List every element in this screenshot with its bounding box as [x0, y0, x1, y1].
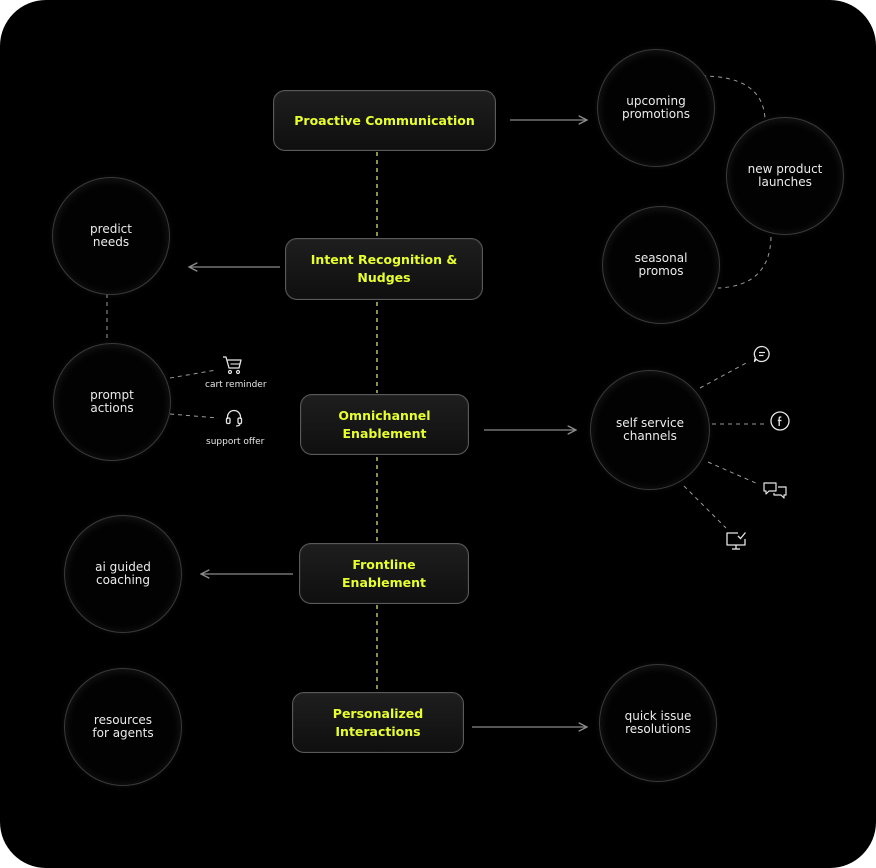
messages-icon	[763, 482, 787, 499]
circle-predict-needs: predict needs	[52, 177, 170, 295]
chat-bubble-icon	[753, 345, 770, 363]
connector-selfservice-chat	[699, 361, 749, 389]
circle-resources-for-agents: resources for agents	[64, 668, 182, 786]
connector-prompt-cart	[169, 369, 217, 379]
step-frontline-enablement: Frontline Enablement	[299, 543, 469, 604]
cart-icon	[223, 356, 242, 375]
connector-selfservice-messages	[707, 461, 759, 485]
cart-reminder-label: cart reminder	[205, 380, 267, 390]
circle-self-service-channels: self service channels	[590, 370, 710, 490]
facebook-icon	[770, 411, 790, 431]
circle-upcoming-promotions: upcoming promotions	[597, 49, 715, 167]
circle-seasonal-promos: seasonal promos	[602, 206, 720, 324]
headset-icon	[225, 409, 243, 427]
connector-selfservice-monitor	[683, 485, 727, 529]
step-omnichannel-enablement: Omnichannel Enablement	[300, 394, 469, 455]
connector-launches-seasonal	[717, 236, 772, 289]
step-intent-recognition: Intent Recognition & Nudges	[285, 238, 483, 300]
circle-ai-guided-coaching: ai guided coaching	[64, 515, 182, 633]
step-personalized-interactions: Personalized Interactions	[292, 692, 464, 753]
connector-promotions-launches	[701, 75, 766, 119]
monitor-check-icon	[726, 532, 746, 550]
circle-quick-issue-resolutions: quick issue resolutions	[599, 664, 717, 782]
circle-prompt-actions: prompt actions	[53, 343, 171, 461]
circle-new-product-launches: new product launches	[726, 117, 844, 235]
step-proactive-communication: Proactive Communication	[273, 90, 496, 151]
connector-prompt-support	[169, 413, 219, 419]
support-offer-label: support offer	[206, 437, 265, 447]
